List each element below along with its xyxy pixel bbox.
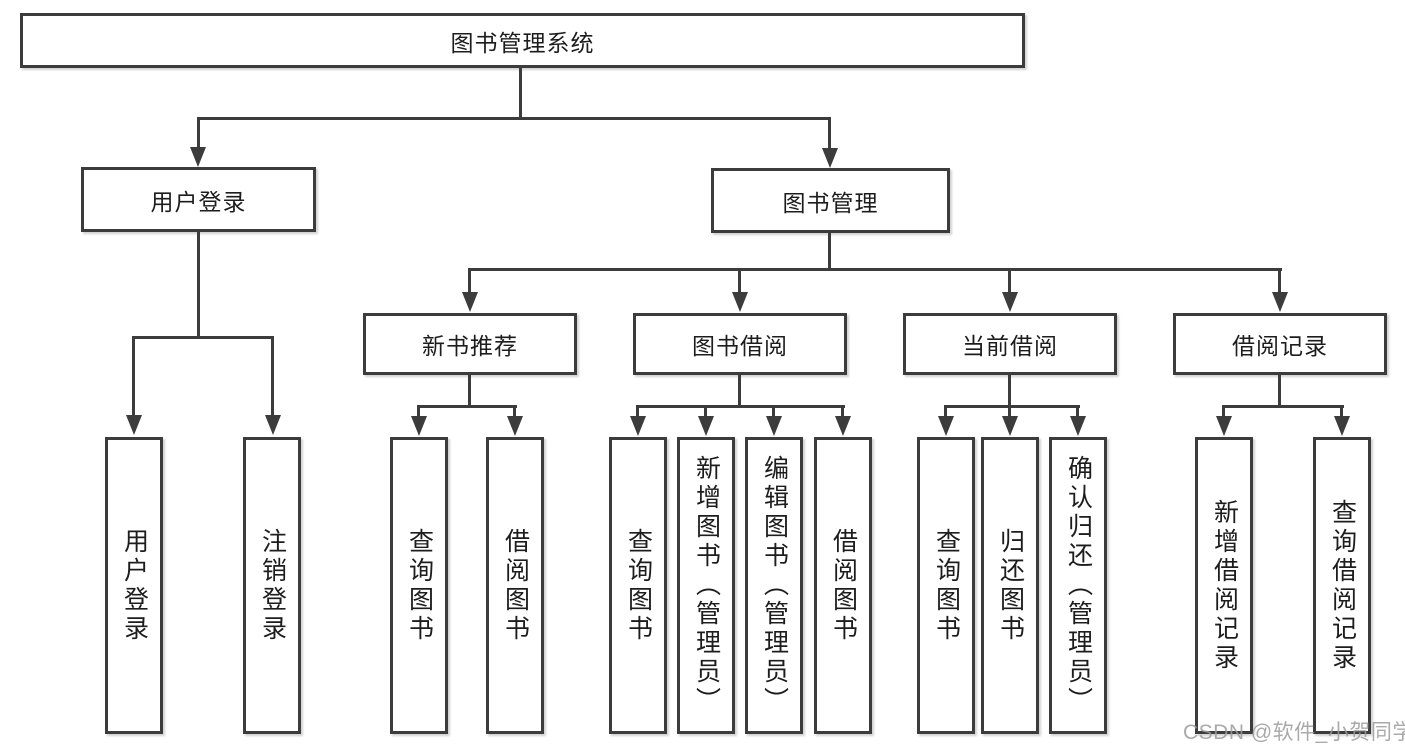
connector-to-leaf-add-books-admin	[704, 405, 707, 419]
connector-to-leaf-add-borrow-record	[1222, 405, 1225, 419]
node-current-borrowing-label: 当前借阅	[962, 333, 1058, 359]
leaf-confirm-return-admin: 确认归还（管理员）	[1049, 437, 1107, 734]
arrowhead-book-management-icon	[822, 148, 838, 168]
connector-to-leaf-borrow-books	[841, 405, 844, 419]
arrowhead-leaf-add-books-admin-icon	[698, 416, 714, 436]
arrowhead-user-login-icon	[190, 147, 206, 167]
connector-borrow-records-branch	[1222, 405, 1344, 408]
connector-to-leaf-edit-books-admin	[772, 405, 775, 419]
arrowhead-leaf-query-books-current-icon	[938, 416, 954, 436]
leaf-add-books-admin-label: 新增图书（管理员）	[692, 455, 721, 716]
leaf-query-borrow-record-label: 查询借阅记录	[1328, 498, 1357, 673]
arrowhead-new-book-recommend-icon	[462, 292, 478, 312]
leaf-logout: 注销登录	[243, 437, 301, 734]
connector-to-book-borrowing	[738, 268, 741, 293]
leaf-query-books-borrowing: 查询图书	[609, 437, 667, 734]
connector-new-book-recommend-trunk	[468, 375, 471, 408]
arrowhead-leaf-query-books-recommend-icon	[411, 416, 427, 436]
connector-to-leaf-return-books	[1008, 405, 1011, 419]
leaf-user-login: 用户登录	[105, 437, 163, 734]
arrowhead-leaf-query-borrow-record-icon	[1334, 416, 1350, 436]
leaf-borrow-books-recommend-label: 借阅图书	[501, 527, 530, 644]
connector-to-leaf-user-login	[132, 336, 135, 416]
leaf-query-books-recommend-label: 查询图书	[405, 527, 434, 644]
connector-book-management-trunk	[828, 233, 831, 271]
arrowhead-leaf-return-books-icon	[1002, 416, 1018, 436]
leaf-add-borrow-record-label: 新增借阅记录	[1210, 498, 1239, 673]
leaf-user-login-label: 用户登录	[120, 527, 149, 644]
node-user-login-label: 用户登录	[150, 188, 247, 215]
arrowhead-borrow-records-icon	[1272, 292, 1288, 312]
connector-user-login-branch	[132, 336, 274, 339]
arrowhead-leaf-logout-icon	[265, 415, 281, 435]
node-current-borrowing: 当前借阅	[903, 313, 1117, 375]
connector-to-borrow-records	[1278, 268, 1281, 293]
node-new-book-recommend: 新书推荐	[363, 313, 577, 375]
connector-root-trunk	[519, 68, 522, 120]
connector-user-login-trunk	[197, 232, 200, 339]
leaf-return-books-label: 归还图书	[996, 527, 1025, 644]
connector-book-management-branch	[468, 268, 1282, 271]
node-borrow-records: 借阅记录	[1173, 313, 1387, 375]
leaf-borrow-books-recommend: 借阅图书	[486, 437, 544, 734]
arrowhead-leaf-confirm-return-admin-icon	[1070, 416, 1086, 436]
connector-book-borrowing-trunk	[738, 375, 741, 408]
node-new-book-recommend-label: 新书推荐	[422, 333, 518, 359]
arrowhead-leaf-edit-books-admin-icon	[766, 416, 782, 436]
leaf-return-books: 归还图书	[981, 437, 1039, 734]
connector-to-leaf-query-books-current	[944, 405, 947, 419]
node-user-login: 用户登录	[81, 167, 316, 232]
connector-current-borrowing-trunk	[1008, 375, 1011, 408]
connector-to-leaf-query-books-borrowing	[636, 405, 639, 419]
arrowhead-leaf-user-login-icon	[126, 415, 142, 435]
connector-to-user-login	[197, 117, 200, 149]
leaf-confirm-return-admin-label: 确认归还（管理员）	[1064, 455, 1093, 716]
arrowhead-leaf-add-borrow-record-icon	[1216, 416, 1232, 436]
arrowhead-book-borrowing-icon	[732, 292, 748, 312]
leaf-query-books-current: 查询图书	[917, 437, 975, 734]
connector-book-borrowing-branch	[636, 405, 845, 408]
leaf-query-books-recommend: 查询图书	[390, 437, 448, 734]
leaf-logout-label: 注销登录	[258, 527, 287, 644]
node-borrow-records-label: 借阅记录	[1232, 333, 1328, 359]
leaf-query-borrow-record: 查询借阅记录	[1313, 437, 1371, 734]
leaf-edit-books-admin-label: 编辑图书（管理员）	[760, 455, 789, 716]
leaf-add-books-admin: 新增图书（管理员）	[677, 437, 735, 734]
connector-to-leaf-query-borrow-record	[1340, 405, 1343, 419]
leaf-add-borrow-record: 新增借阅记录	[1195, 437, 1253, 734]
leaf-borrow-books: 借阅图书	[814, 437, 872, 734]
connector-new-book-recommend-branch	[417, 405, 517, 408]
connector-to-leaf-confirm-return-admin	[1076, 405, 1079, 419]
connector-current-borrowing-branch	[944, 405, 1080, 408]
node-root: 图书管理系统	[20, 13, 1025, 68]
connector-to-new-book-recommend	[468, 268, 471, 293]
leaf-edit-books-admin: 编辑图书（管理员）	[745, 437, 803, 734]
node-book-management: 图书管理	[711, 168, 950, 233]
csdn-watermark: CSDN @软件_小贺同学	[1183, 721, 1405, 744]
node-book-borrowing: 图书借阅	[633, 313, 847, 375]
node-book-borrowing-label: 图书借阅	[692, 333, 788, 359]
node-book-management-label: 图书管理	[782, 189, 879, 216]
connector-to-book-management	[828, 117, 831, 150]
connector-to-leaf-borrow-books-recommend	[513, 405, 516, 419]
connector-to-leaf-query-books-recommend	[417, 405, 420, 419]
leaf-borrow-books-label: 借阅图书	[829, 527, 858, 644]
arrowhead-leaf-query-books-borrowing-icon	[630, 416, 646, 436]
connector-borrow-records-trunk	[1278, 375, 1281, 408]
connector-root-branch	[197, 117, 831, 120]
arrowhead-leaf-borrow-books-recommend-icon	[507, 416, 523, 436]
leaf-query-books-current-label: 查询图书	[932, 527, 961, 644]
arrowhead-leaf-borrow-books-icon	[835, 416, 851, 436]
arrowhead-current-borrowing-icon	[1002, 292, 1018, 312]
leaf-query-books-borrowing-label: 查询图书	[624, 527, 653, 644]
connector-to-current-borrowing	[1008, 268, 1011, 293]
connector-to-leaf-logout	[271, 336, 274, 416]
node-root-label: 图书管理系统	[450, 29, 595, 56]
